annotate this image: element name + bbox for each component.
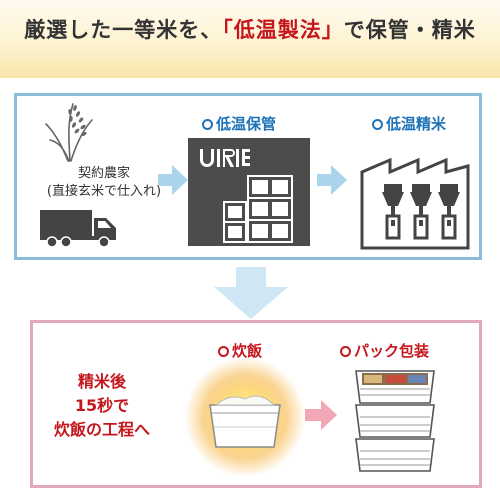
pack-stack-icon — [355, 370, 435, 472]
farmer-caption: 契約農家 (直接玄米で仕入れ) — [34, 165, 174, 201]
rice-plant-icon — [45, 103, 93, 162]
circle-marker-icon — [372, 119, 383, 130]
storage-label: 低温保管 — [202, 113, 276, 134]
arrow-right-icon — [158, 165, 188, 195]
steam-line1: 精米後 — [77, 372, 126, 391]
farmer-line1: 契約農家 — [77, 166, 130, 181]
arrow-right-icon — [305, 400, 337, 430]
milling-label: 低温精米 — [372, 113, 446, 134]
arrow-down-icon — [214, 267, 288, 319]
warehouse-icon — [188, 138, 310, 246]
steam-caption: 精米後 15秒で 炊飯の工程へ — [42, 370, 162, 442]
rice-tray-icon — [185, 357, 305, 477]
circle-marker-icon — [340, 346, 351, 357]
steam-line3: 炊飯の工程へ — [53, 420, 150, 439]
packing-label: パック包装 — [340, 340, 429, 361]
circle-marker-icon — [218, 346, 229, 357]
header-title: 厳選した一等米を、「低温製法」で保管・精米 — [0, 14, 500, 44]
farmer-line2: (直接玄米で仕入れ) — [46, 184, 162, 199]
header-highlight: 「低温製法」 — [222, 18, 344, 42]
circle-marker-icon — [202, 119, 213, 130]
header-text-after: で保管・精米 — [343, 18, 476, 42]
header-banner: 厳選した一等米を、「低温製法」で保管・精米 — [0, 0, 500, 78]
truck-icon — [40, 210, 116, 248]
factory-icon — [360, 157, 470, 250]
header-text-before: 厳選した一等米を、 — [24, 18, 223, 42]
cooking-label: 炊飯 — [218, 340, 262, 361]
arrow-right-icon — [317, 165, 347, 195]
steam-line2: 15秒で — [74, 396, 130, 415]
